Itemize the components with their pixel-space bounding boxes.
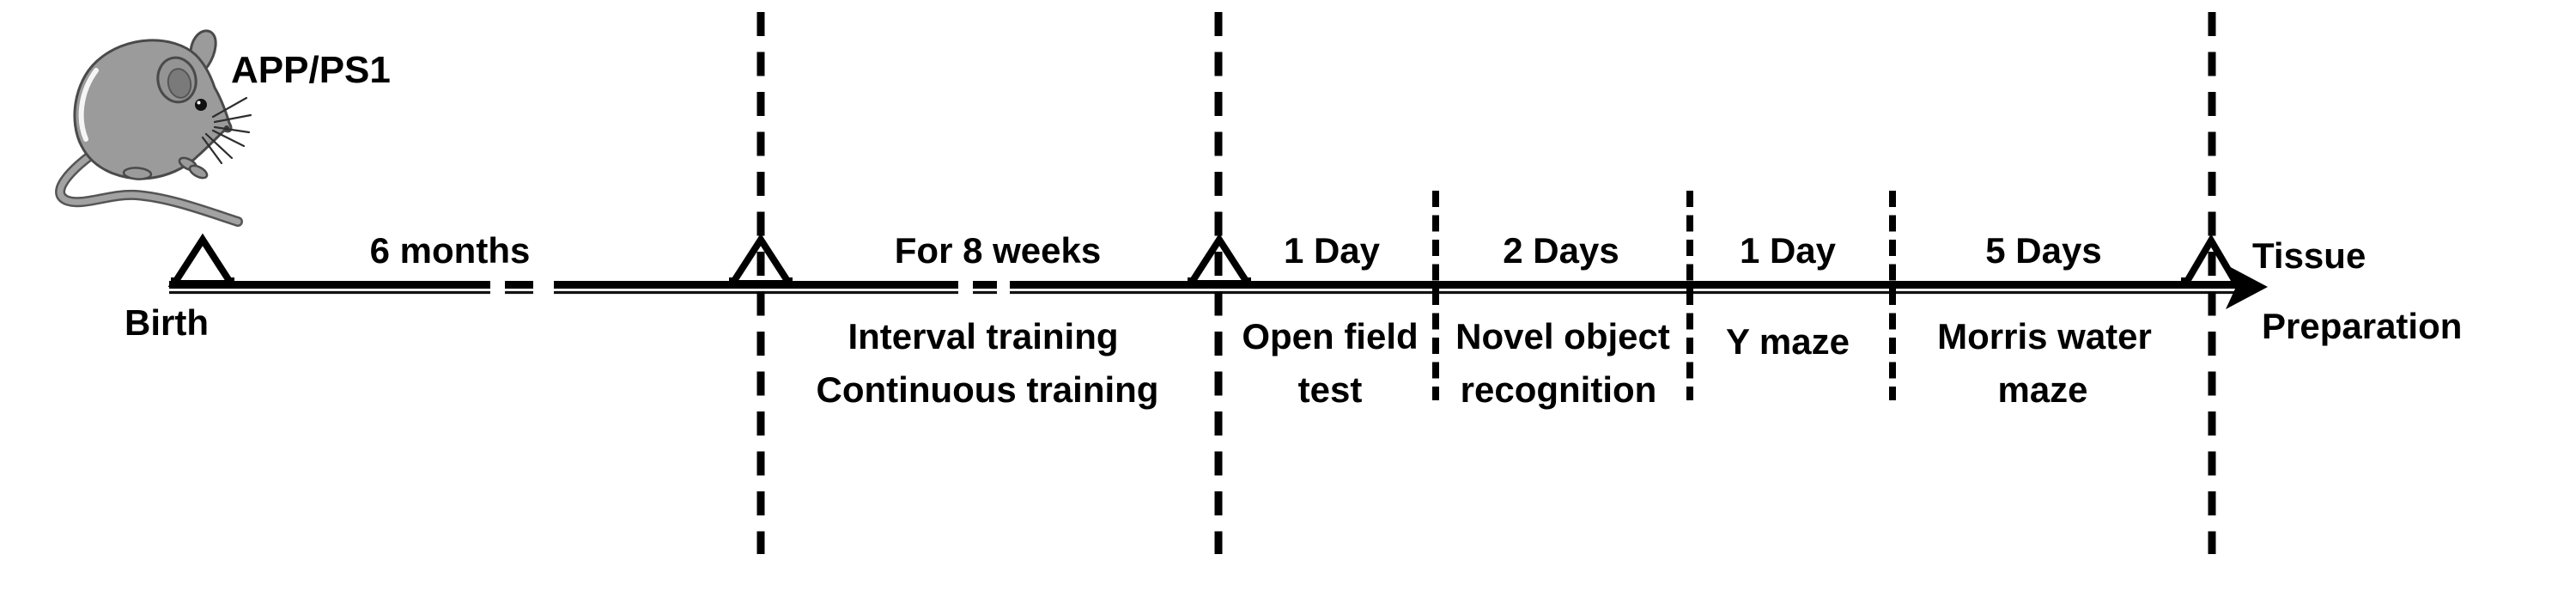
mouse-eye-icon <box>195 99 207 111</box>
tissue-preparation-label-line2: Preparation <box>2262 306 2462 346</box>
segment-4-event-label-2: recognition <box>1461 369 1657 410</box>
segment-4-event-label-1: Novel object <box>1455 316 1670 356</box>
segment-6-event-label-1: Morris water <box>1937 316 2152 356</box>
arrowhead-icon <box>2226 265 2268 309</box>
mouse-strain-label: APP/PS1 <box>231 49 391 91</box>
segment-4-duration-label: 2 Days <box>1503 230 1619 271</box>
mouse-inner-ear-icon <box>167 68 192 99</box>
segment-1-duration-label: 6 months <box>370 230 531 271</box>
segment-5-duration-label: 1 Day <box>1740 230 1837 271</box>
mouse-back-highlight <box>78 68 99 142</box>
segment-2-duration-label: For 8 weeks <box>895 230 1101 271</box>
segment-6-event-label-2: maze <box>1997 369 2087 410</box>
segment-2-event-label-2: Continuous training <box>817 369 1159 410</box>
mouse-illustration <box>55 29 252 227</box>
birth-label: Birth <box>125 302 209 343</box>
mouse-tail-fill <box>57 144 241 225</box>
segment-3-event-label-2: test <box>1298 369 1363 410</box>
mouse-whiskers <box>201 96 252 165</box>
segment-2-event-label-1: Interval training <box>848 316 1118 356</box>
segment-3-event-label-1: Open field <box>1242 316 1418 356</box>
segment-5-event-label-1: Y maze <box>1726 321 1850 362</box>
mouse-eye-glint <box>197 101 201 105</box>
tissue-preparation-label-line1: Tissue <box>2252 235 2366 276</box>
segment-3-duration-label: 1 Day <box>1284 230 1381 271</box>
segment-6-duration-label: 5 Days <box>1985 230 2101 271</box>
mouse-paws <box>122 156 209 180</box>
timeline-marker-birth <box>167 233 238 289</box>
